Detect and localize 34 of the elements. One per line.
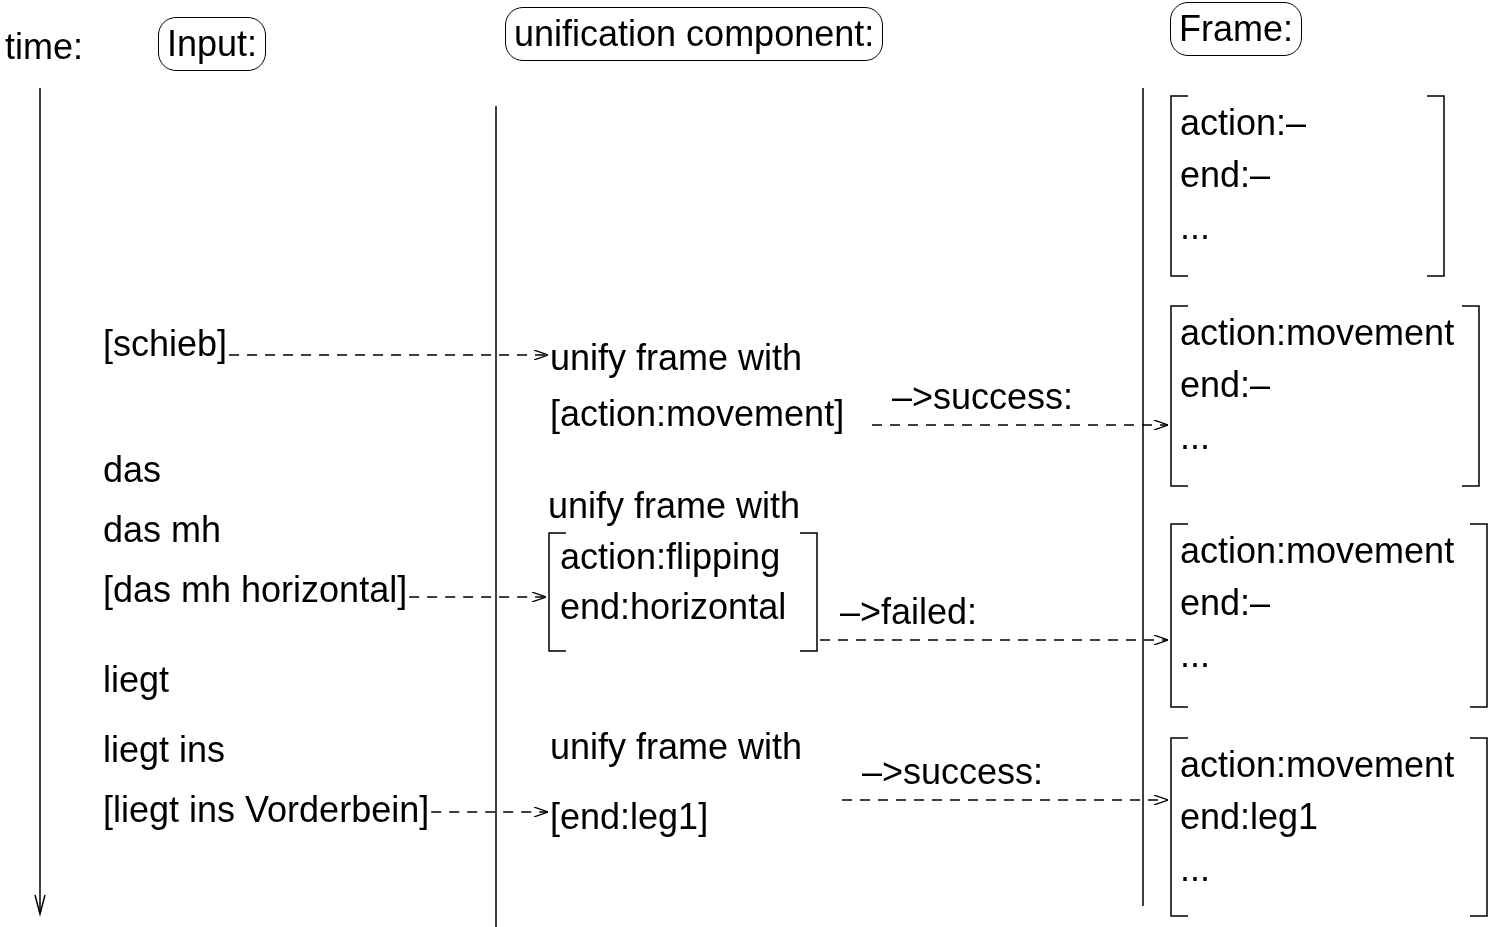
dashed-arrow bbox=[841, 794, 1169, 806]
dashed-arrow bbox=[228, 349, 549, 361]
step-text: unify frame with [end:leg1] bbox=[550, 725, 804, 839]
dashed-arrow bbox=[871, 419, 1169, 431]
step-text: unify frame with bbox=[548, 484, 802, 528]
annotation-text: das bbox=[103, 448, 162, 492]
annotation-text: time: bbox=[5, 25, 83, 69]
feature-text: action:flipping bbox=[560, 535, 782, 579]
dashed-arrow bbox=[430, 806, 549, 818]
feature-text: ... bbox=[1180, 415, 1211, 459]
feature-text: action:movement bbox=[1180, 743, 1456, 787]
column-header-box: unification component: bbox=[505, 7, 884, 61]
dashed-arrow bbox=[408, 591, 547, 603]
annotation-text: das mh bbox=[103, 508, 222, 552]
input-text: [liegt ins Vorderbein] bbox=[103, 788, 430, 832]
column-header-box: Frame: bbox=[1170, 2, 1302, 56]
input-text: [schieb] bbox=[103, 322, 228, 366]
feature-text: action:movement bbox=[1180, 311, 1456, 355]
feature-text: end:leg1 bbox=[1180, 795, 1320, 839]
column-header-box: Input: bbox=[158, 17, 267, 71]
feature-text: end:– bbox=[1180, 153, 1272, 197]
dashed-arrow bbox=[819, 634, 1169, 646]
feature-text: ... bbox=[1180, 633, 1211, 677]
annotation-text: liegt bbox=[103, 658, 170, 702]
feature-text: end:– bbox=[1180, 581, 1272, 625]
feature-text: end:horizontal bbox=[560, 585, 788, 629]
feature-text: end:– bbox=[1180, 363, 1272, 407]
input-text: [das mh horizontal] bbox=[103, 568, 408, 612]
annotation-text: liegt ins bbox=[103, 728, 226, 772]
feature-text: ... bbox=[1180, 847, 1211, 891]
feature-text: action:movement bbox=[1180, 529, 1456, 573]
feature-text: action:– bbox=[1180, 101, 1308, 145]
step-text: unify frame with [action:movement] bbox=[550, 336, 846, 436]
feature-text: ... bbox=[1180, 205, 1211, 249]
